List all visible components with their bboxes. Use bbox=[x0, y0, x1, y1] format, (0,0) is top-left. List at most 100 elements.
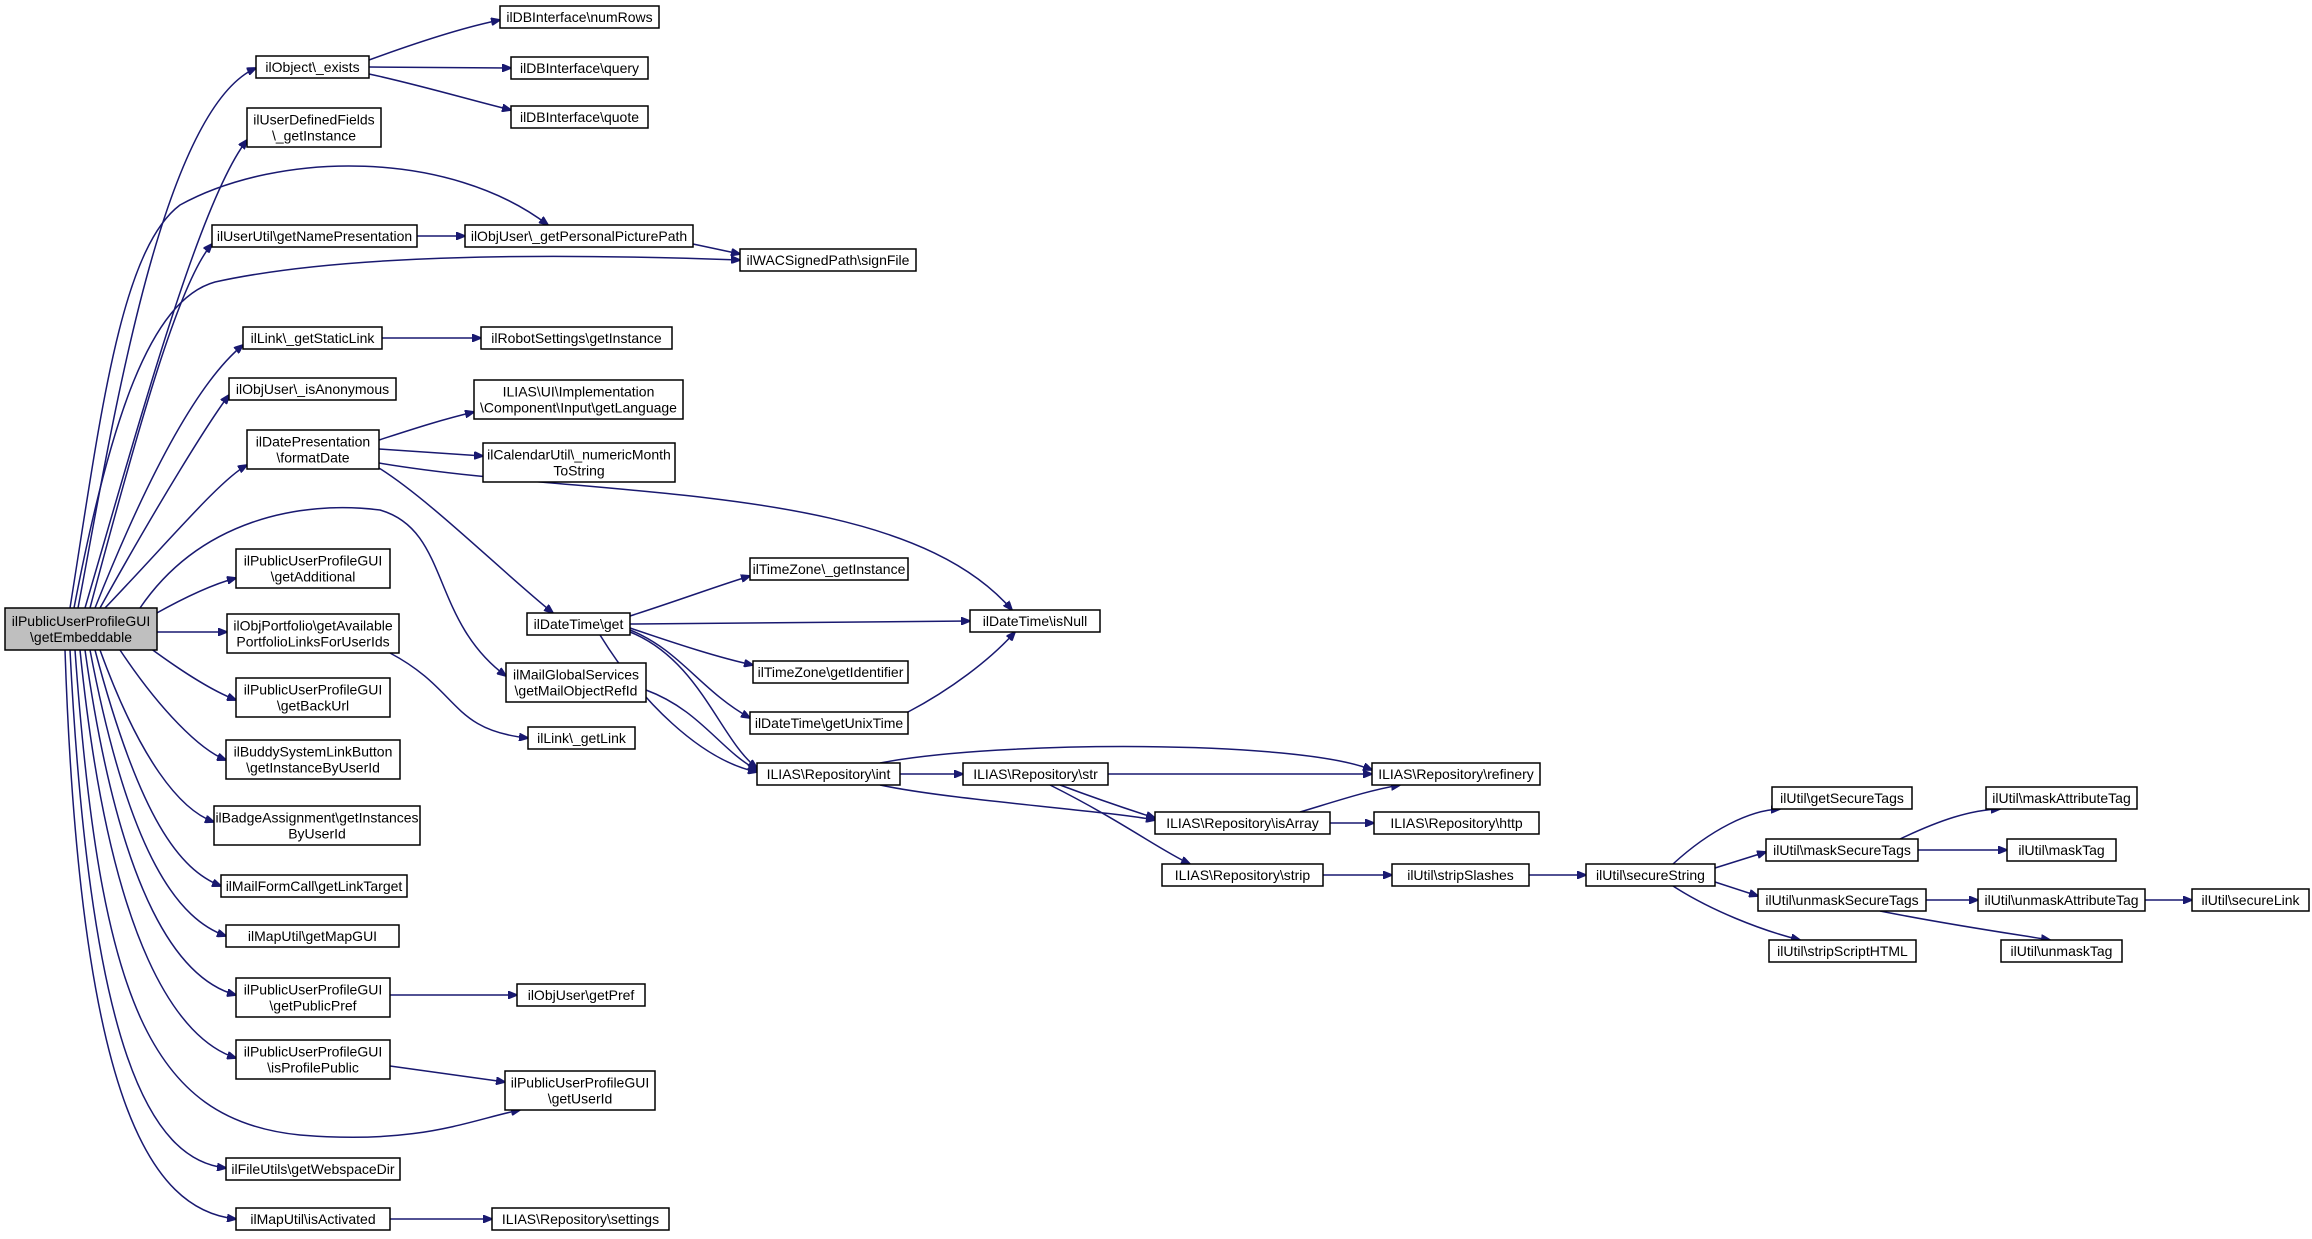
node-label: ilUtil\unmaskAttributeTag bbox=[1984, 892, 2138, 908]
node-userutil-getname[interactable]: ilUserUtil\getNamePresentation bbox=[211, 224, 418, 248]
node-pup-isprofilepublic[interactable]: ilPublicUserProfileGUI\isProfilePublic bbox=[235, 1039, 391, 1080]
node-buddy-getinstance[interactable]: ilBuddySystemLinkButton\getInstanceByUse… bbox=[225, 739, 401, 780]
node-label: \getBackUrl bbox=[277, 698, 349, 714]
node-label: ilObjUser\_getPersonalPicturePath bbox=[471, 228, 687, 244]
node-label: ilUtil\stripScriptHTML bbox=[1777, 943, 1908, 959]
edge-mail-getrefid-to-repo-int bbox=[645, 689, 757, 770]
node-robot-getinstance[interactable]: ilRobotSettings\getInstance bbox=[480, 326, 673, 350]
node-db-quote[interactable]: ilDBInterface\quote bbox=[510, 105, 649, 129]
node-repo-settings[interactable]: ILIAS\Repository\settings bbox=[491, 1207, 670, 1231]
node-box bbox=[1371, 762, 1541, 786]
edge-datepres-format-to-datetime-get bbox=[378, 467, 553, 613]
edge-datetime-get-to-repo-int bbox=[629, 631, 757, 768]
node-box bbox=[499, 5, 660, 29]
edge-obj-exists-to-db-query bbox=[368, 67, 511, 68]
edge-root-to-udf-getinstance bbox=[84, 140, 247, 609]
node-repo-refinery[interactable]: ILIAS\Repository\refinery bbox=[1371, 762, 1541, 786]
node-label: \getUserId bbox=[548, 1091, 613, 1107]
node-util-stripslashes[interactable]: ilUtil\stripSlashes bbox=[1391, 863, 1530, 887]
node-root[interactable]: ilPublicUserProfileGUI\getEmbeddable bbox=[4, 607, 158, 651]
node-box bbox=[505, 662, 647, 703]
node-objuser-getpicpath[interactable]: ilObjUser\_getPersonalPicturePath bbox=[464, 224, 694, 248]
node-datepres-format[interactable]: ilDatePresentation\formatDate bbox=[246, 429, 380, 470]
node-label: ILIAS\Repository\isArray bbox=[1166, 815, 1319, 831]
edge-root-to-fileutils-getwebspace bbox=[69, 649, 226, 1168]
node-util-maskattrtag[interactable]: ilUtil\maskAttributeTag bbox=[1985, 786, 2138, 810]
node-repo-http[interactable]: ILIAS\Repository\http bbox=[1373, 811, 1540, 835]
node-pup-getuserid[interactable]: ilPublicUserProfileGUI\getUserId bbox=[504, 1070, 656, 1111]
node-util-stripscript[interactable]: ilUtil\stripScriptHTML bbox=[1768, 939, 1917, 963]
node-util-securestring[interactable]: ilUtil\secureString bbox=[1585, 863, 1716, 887]
node-label: ilPublicUserProfileGUI bbox=[244, 682, 382, 698]
node-pup-getadditional[interactable]: ilPublicUserProfileGUI\getAdditional bbox=[235, 548, 391, 589]
node-label: ilUtil\unmaskSecureTags bbox=[1765, 892, 1918, 908]
edge-datetime-get-to-tz-getinstance bbox=[629, 576, 750, 617]
node-tz-getidentifier[interactable]: ilTimeZone\getIdentifier bbox=[752, 660, 909, 684]
node-mailform-getlink[interactable]: ilMailFormCall\getLinkTarget bbox=[220, 874, 408, 898]
node-obj-exists[interactable]: ilObject\_exists bbox=[255, 55, 370, 79]
edge-root-to-buddy-getinstance bbox=[119, 649, 226, 760]
edge-root-to-pup-isprofilepublic bbox=[79, 649, 236, 1058]
node-maputil-getgui[interactable]: ilMapUtil\getMapGUI bbox=[225, 924, 400, 948]
node-db-query[interactable]: ilDBInterface\query bbox=[510, 56, 649, 80]
node-label: ilUserUtil\getNamePresentation bbox=[217, 228, 412, 244]
node-link-getstatic[interactable]: ilLink\_getStaticLink bbox=[242, 326, 383, 350]
node-pup-getpublicpref[interactable]: ilPublicUserProfileGUI\getPublicPref bbox=[235, 977, 391, 1018]
edge-repo-int-to-repo-isarray bbox=[879, 784, 1155, 820]
edge-util-securestring-to-util-stripscript bbox=[1672, 885, 1800, 940]
node-util-masksecuretags[interactable]: ilUtil\maskSecureTags bbox=[1765, 838, 1919, 862]
node-box bbox=[491, 1207, 670, 1231]
edge-root-to-maputil-isactivated bbox=[64, 649, 236, 1219]
node-box bbox=[510, 56, 649, 80]
node-maputil-isactivated[interactable]: ilMapUtil\isActivated bbox=[235, 1207, 391, 1231]
node-label: ilObjPortfolio\getAvailable bbox=[233, 618, 392, 634]
node-util-securelink[interactable]: ilUtil\secureLink bbox=[2191, 888, 2310, 912]
node-label: \isProfilePublic bbox=[267, 1060, 359, 1076]
node-box bbox=[242, 326, 383, 350]
edge-datetime-get-to-repo-int bbox=[599, 634, 757, 772]
node-repo-strip[interactable]: ILIAS\Repository\strip bbox=[1161, 863, 1324, 887]
node-label: \getAdditional bbox=[271, 569, 356, 585]
node-box bbox=[464, 224, 694, 248]
node-db-numrows[interactable]: ilDBInterface\numRows bbox=[499, 5, 660, 29]
node-util-getsecuretags[interactable]: ilUtil\getSecureTags bbox=[1771, 786, 1913, 810]
node-label: \getEmbeddable bbox=[30, 629, 132, 645]
node-udf-getinstance[interactable]: ilUserDefinedFields\_getInstance bbox=[246, 107, 382, 148]
node-label: ilDateTime\getUnixTime bbox=[755, 715, 904, 731]
node-box bbox=[1391, 863, 1530, 887]
node-mail-getrefid[interactable]: ilMailGlobalServices\getMailObjectRefId bbox=[505, 662, 647, 703]
node-datetime-getunix[interactable]: ilDateTime\getUnixTime bbox=[749, 711, 909, 735]
edge-root-to-pup-getbackurl bbox=[149, 647, 236, 700]
edge-obj-exists-to-db-numrows bbox=[368, 20, 500, 61]
node-datetime-get[interactable]: ilDateTime\get bbox=[526, 612, 631, 636]
node-box bbox=[739, 248, 917, 272]
node-link-getlink[interactable]: ilLink\_getLink bbox=[527, 726, 636, 750]
node-fileutils-getwebspace[interactable]: ilFileUtils\getWebspaceDir bbox=[225, 1157, 401, 1181]
node-datetime-isnull[interactable]: ilDateTime\isNull bbox=[969, 609, 1101, 633]
node-wac-signfile[interactable]: ilWACSignedPath\signFile bbox=[739, 248, 917, 272]
node-pup-getbackurl[interactable]: ilPublicUserProfileGUI\getBackUrl bbox=[235, 677, 391, 718]
node-portfolio-getlinks[interactable]: ilObjPortfolio\getAvailablePortfolioLink… bbox=[226, 613, 400, 654]
node-box bbox=[752, 660, 909, 684]
node-repo-str[interactable]: ILIAS\Repository\str bbox=[962, 762, 1109, 786]
node-objuser-getpref[interactable]: ilObjUser\getPref bbox=[516, 983, 646, 1007]
node-util-unmasksecuretags[interactable]: ilUtil\unmaskSecureTags bbox=[1757, 888, 1927, 912]
edge-pup-isprofilepublic-to-pup-getuserid bbox=[389, 1065, 505, 1082]
node-util-unmasktag[interactable]: ilUtil\unmaskTag bbox=[2000, 939, 2123, 963]
function-nodes: ilPublicUserProfileGUI\getEmbeddableilOb… bbox=[4, 5, 2310, 1231]
node-box bbox=[235, 677, 391, 718]
node-box bbox=[211, 224, 418, 248]
node-objuser-isanon[interactable]: ilObjUser\_isAnonymous bbox=[228, 377, 397, 401]
node-util-masktag[interactable]: ilUtil\maskTag bbox=[2006, 838, 2117, 862]
node-ui-getlanguage[interactable]: ILIAS\UI\Implementation\Component\Input\… bbox=[473, 379, 684, 420]
node-label: ilPublicUserProfileGUI bbox=[244, 1044, 382, 1060]
node-label: ILIAS\Repository\settings bbox=[502, 1211, 659, 1227]
node-label: ilDateTime\get bbox=[534, 616, 624, 632]
node-label: ilFileUtils\getWebspaceDir bbox=[231, 1161, 394, 1177]
node-repo-int[interactable]: ILIAS\Repository\int bbox=[756, 762, 901, 786]
node-repo-isarray[interactable]: ILIAS\Repository\isArray bbox=[1154, 811, 1331, 835]
node-util-unmaskattrtag[interactable]: ilUtil\unmaskAttributeTag bbox=[1977, 888, 2146, 912]
node-tz-getinstance[interactable]: ilTimeZone\_getInstance bbox=[749, 557, 909, 581]
